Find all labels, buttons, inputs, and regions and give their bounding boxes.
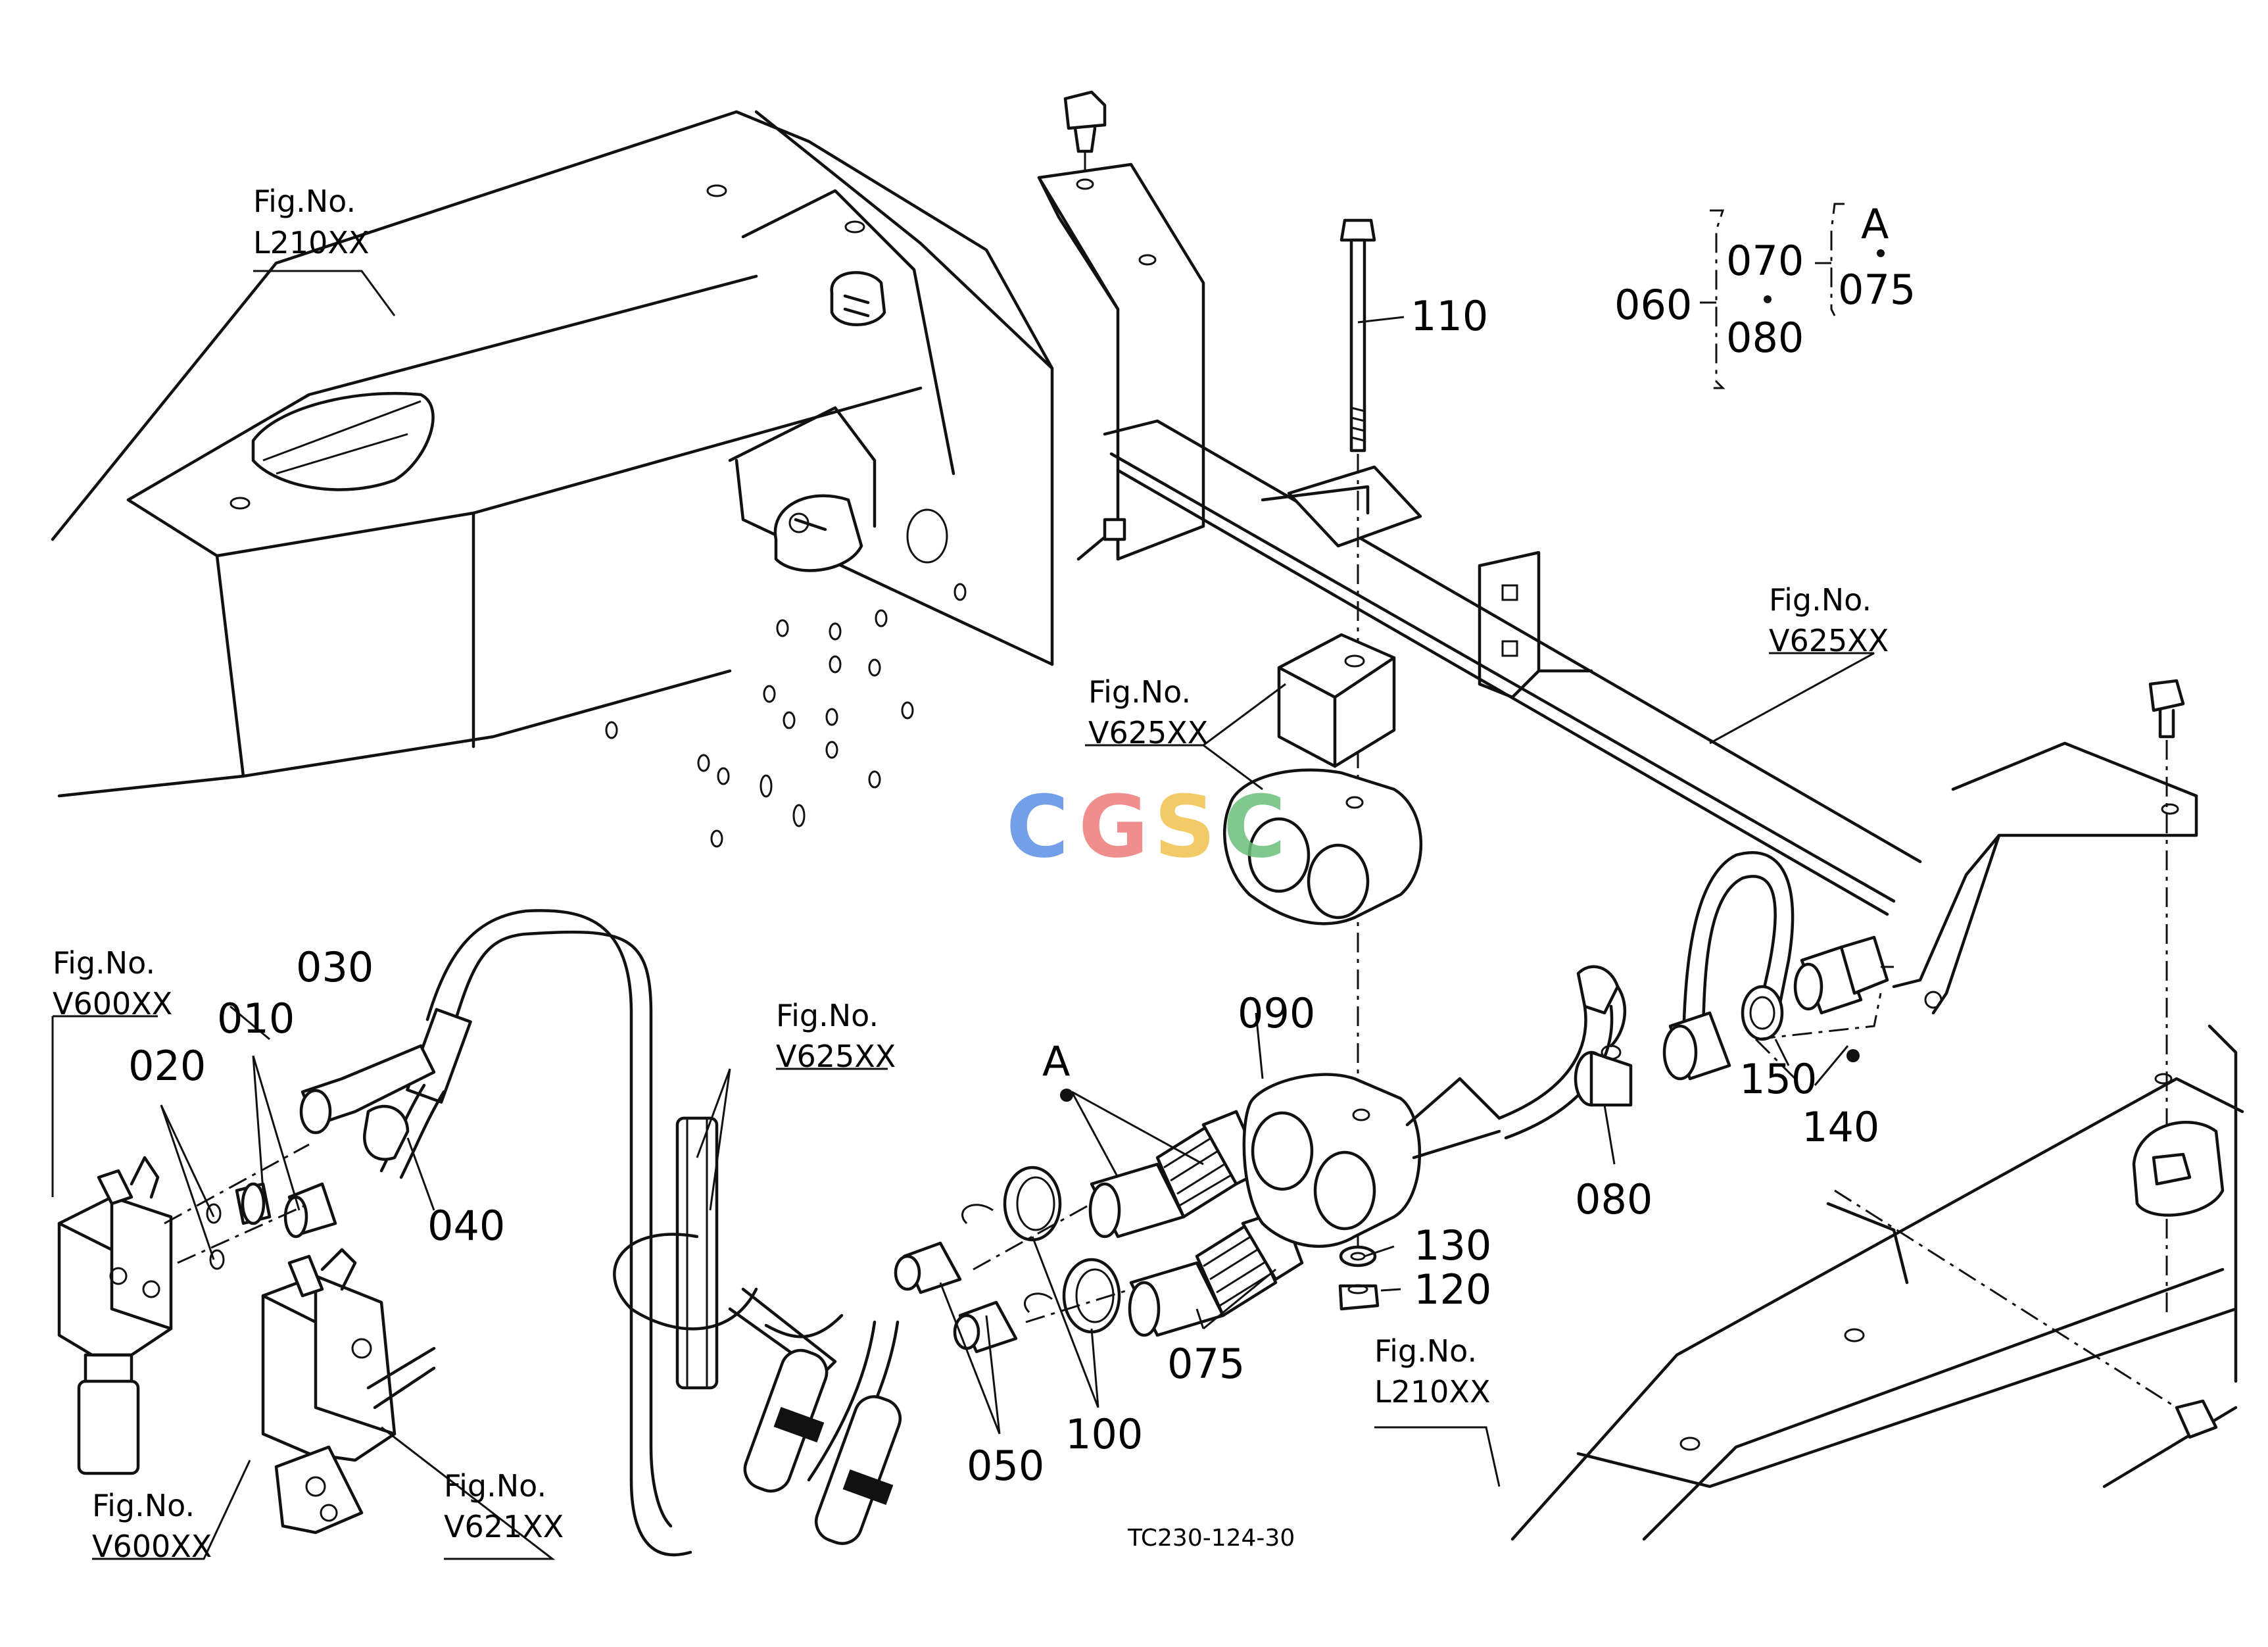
seal-rings-100 xyxy=(961,1166,1121,1334)
control-valve-upper xyxy=(57,1156,173,1475)
strap-and-post xyxy=(613,1116,837,1390)
part-label-030[interactable]: 030 xyxy=(296,943,374,991)
hose-clamp-090 xyxy=(1242,1073,1501,1248)
dust-cap-080 xyxy=(1574,1045,1633,1107)
part-label-020[interactable]: 020 xyxy=(128,1042,206,1090)
fig-ref-v625-low-line1[interactable]: Fig.No. xyxy=(776,998,879,1033)
figure-references: Fig.No. L210XX Fig.No. V625XX Fig.No. V6… xyxy=(53,184,1889,1564)
part-label-150[interactable]: 150 xyxy=(1739,1055,1817,1103)
watermark-letter-1: C xyxy=(1006,777,1069,877)
valve-fittings-010-020-030 xyxy=(164,1044,436,1270)
watermark-letter-3: S xyxy=(1154,777,1216,877)
mounting-bracket-right xyxy=(1892,679,2198,1315)
spacer-block xyxy=(1277,633,1396,768)
fig-ref-v600-bot-line2[interactable]: V600XX xyxy=(92,1529,212,1564)
hose-lower-assembly xyxy=(743,1314,902,1545)
fig-ref-v625-mid-line1[interactable]: Fig.No. xyxy=(1088,674,1191,710)
part-label-040[interactable]: 040 xyxy=(427,1202,505,1250)
part-label-080[interactable]: 080 xyxy=(1575,1175,1653,1223)
washer-130 xyxy=(1339,1245,1377,1267)
fig-ref-v600-top-line2[interactable]: V600XX xyxy=(53,986,172,1021)
part-numbers: 110 060 070 080 A 075 030 010 020 040 09… xyxy=(128,200,1916,1490)
part-label-100[interactable]: 100 xyxy=(1065,1410,1143,1458)
fig-ref-l210-top-line1[interactable]: Fig.No. xyxy=(253,184,356,219)
fig-ref-v621-line1[interactable]: Fig.No. xyxy=(444,1468,546,1504)
part-label-130[interactable]: 130 xyxy=(1414,1221,1491,1269)
part-label-120[interactable]: 120 xyxy=(1414,1266,1491,1314)
part-label-060[interactable]: 060 xyxy=(1614,281,1692,329)
fig-ref-l210-bot-line1[interactable]: Fig.No. xyxy=(1374,1333,1477,1369)
fig-ref-v625-right-line2[interactable]: V625XX xyxy=(1769,623,1889,658)
fig-ref-v600-top-line1[interactable]: Fig.No. xyxy=(53,945,155,981)
watermark-letter-2: G xyxy=(1078,777,1149,877)
part-label-a-callout[interactable]: A xyxy=(1042,1037,1070,1085)
assembly-legend-brackets xyxy=(1060,203,1885,1102)
mounting-bracket-left xyxy=(1037,90,1205,561)
part-label-a-legend[interactable]: A xyxy=(1861,200,1889,248)
part-label-010[interactable]: 010 xyxy=(217,995,295,1043)
cross-frame xyxy=(1103,419,1922,916)
part-label-110[interactable]: 110 xyxy=(1411,292,1488,340)
part-label-090[interactable]: 090 xyxy=(1238,989,1315,1037)
part-label-080-legend[interactable]: 080 xyxy=(1726,314,1804,362)
part-label-075-legend[interactable]: 075 xyxy=(1838,266,1916,314)
coupler-140 xyxy=(1662,850,1894,1081)
fig-ref-v625-low-line2[interactable]: V625XX xyxy=(776,1039,896,1074)
part-label-070[interactable]: 070 xyxy=(1726,237,1804,285)
fig-ref-l210-top-line2[interactable]: L210XX xyxy=(253,225,369,260)
part-label-050[interactable]: 050 xyxy=(967,1442,1044,1490)
watermark-letter-4: C xyxy=(1223,777,1286,877)
drawing-reference: TC230-124-30 xyxy=(1127,1525,1295,1552)
tractor-body-upper xyxy=(51,110,1054,798)
fig-ref-l210-bot-line2[interactable]: L210XX xyxy=(1374,1374,1490,1410)
fig-ref-v600-bot-line1[interactable]: Fig.No. xyxy=(92,1488,195,1523)
part-label-140[interactable]: 140 xyxy=(1802,1103,1879,1151)
body-hole-pattern xyxy=(605,583,967,848)
hose-clamp-upper xyxy=(1223,768,1423,925)
control-valve-lower xyxy=(261,1248,436,1535)
fig-ref-v625-mid-line2[interactable]: V625XX xyxy=(1088,715,1208,750)
fig-ref-v621-line2[interactable]: V621XX xyxy=(444,1509,564,1544)
watermark-logo: C G S C xyxy=(1006,777,1286,877)
nut-120 xyxy=(1338,1284,1380,1311)
tractor-body-lower xyxy=(1510,1024,2244,1541)
part-label-075[interactable]: 075 xyxy=(1167,1340,1245,1388)
fig-ref-v625-right-line1[interactable]: Fig.No. xyxy=(1769,582,1871,618)
callout-leaders xyxy=(51,270,1875,1560)
